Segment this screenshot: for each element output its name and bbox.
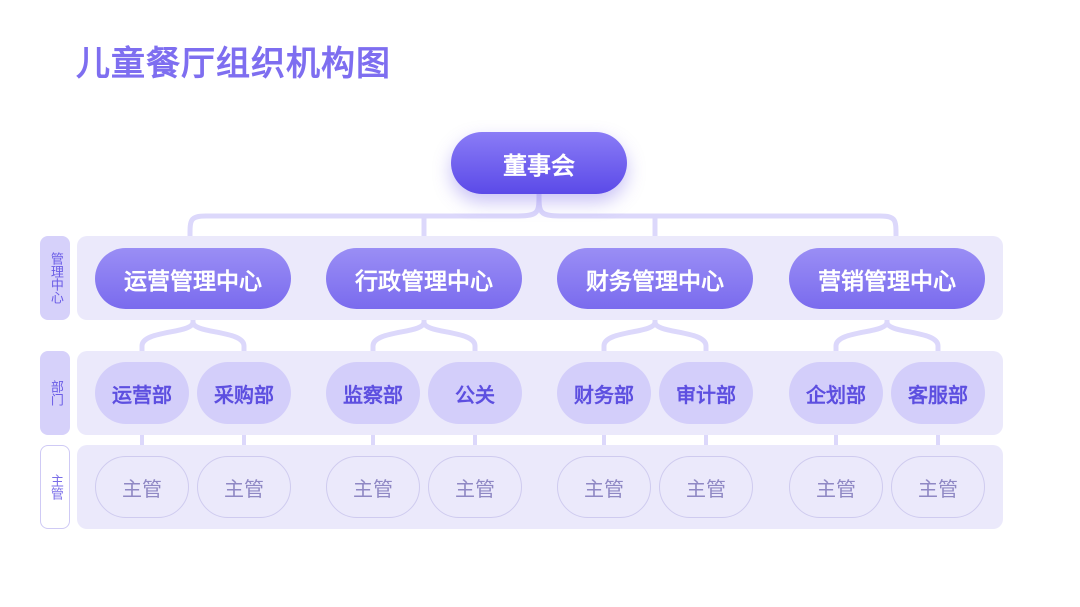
center-node-finance: 财务管理中心 xyxy=(557,248,753,309)
center-node-marketing: 营销管理中心 xyxy=(789,248,985,309)
dept-node: 公关 xyxy=(428,362,522,424)
supervisor-node: 主管 xyxy=(557,456,651,518)
page-title: 儿童餐厅组织机构图 xyxy=(76,44,391,84)
connector-root-right xyxy=(536,191,899,239)
dept-node: 采购部 xyxy=(197,362,291,424)
supervisor-node: 主管 xyxy=(659,456,753,518)
supervisor-node: 主管 xyxy=(891,456,985,518)
supervisor-node: 主管 xyxy=(428,456,522,518)
side-label-department: 部门 xyxy=(40,351,70,435)
connector-center-dept xyxy=(884,319,941,365)
supervisor-node: 主管 xyxy=(95,456,189,518)
side-label-supervisor: 主管 xyxy=(40,445,70,529)
side-label-management: 管理中心 xyxy=(40,236,70,320)
dept-node: 财务部 xyxy=(557,362,651,424)
dept-node: 企划部 xyxy=(789,362,883,424)
dept-node: 监察部 xyxy=(326,362,420,424)
center-node-operations: 运营管理中心 xyxy=(95,248,291,309)
dept-node: 客服部 xyxy=(891,362,985,424)
dept-node: 审计部 xyxy=(659,362,753,424)
dept-node: 运营部 xyxy=(95,362,189,424)
center-node-administration: 行政管理中心 xyxy=(326,248,522,309)
connector-root-left xyxy=(187,191,542,239)
connector-center-dept xyxy=(421,319,478,365)
connector-center-dept xyxy=(652,319,709,365)
supervisor-node: 主管 xyxy=(197,456,291,518)
supervisor-node: 主管 xyxy=(789,456,883,518)
connector-center-dept xyxy=(190,319,247,365)
supervisor-node: 主管 xyxy=(326,456,420,518)
board-node: 董事会 xyxy=(451,132,627,194)
